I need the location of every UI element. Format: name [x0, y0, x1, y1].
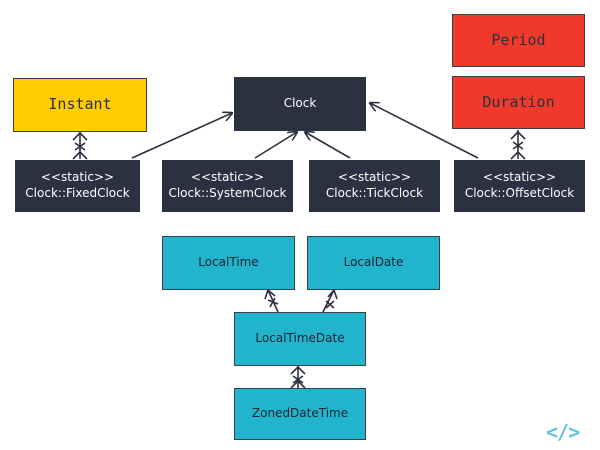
fixed-clock-class: <<static>> Clock::FixedClock	[15, 160, 140, 212]
clock-class: Clock	[234, 77, 366, 131]
local-date-label: LocalDate	[343, 255, 404, 270]
zoned-date-time-label: ZonedDateTime	[251, 406, 349, 421]
clock-label: Clock	[283, 96, 317, 111]
system-clock-label: Clock::SystemClock	[168, 186, 287, 200]
zoned-date-time-class: ZonedDateTime	[234, 388, 366, 440]
fixedclock-to-instant-link	[72, 131, 88, 160]
instant-class: Instant	[13, 78, 147, 132]
offset-clock-label: Clock::OffsetClock	[464, 186, 575, 200]
period-class: Period	[452, 14, 585, 67]
system-clock-stereotype: <<static>>	[190, 170, 265, 185]
localtimedate-to-localtime-link	[264, 288, 279, 313]
local-time-label: LocalTime	[198, 255, 259, 270]
local-time-date-label: LocalTimeDate	[255, 331, 345, 346]
tickclock-to-clock-arrow	[305, 132, 351, 159]
period-label: Period	[491, 30, 546, 49]
local-time-date-class: LocalTimeDate	[234, 312, 366, 366]
fixed-clock-label: Clock::FixedClock	[25, 186, 130, 200]
tick-clock-label: Clock::TickClock	[325, 186, 424, 200]
localtimedate-to-localdate-link	[322, 288, 338, 313]
system-clock-class: <<static>> Clock::SystemClock	[162, 160, 293, 212]
tick-clock-stereotype: <<static>>	[337, 170, 412, 185]
fixedclock-to-clock-arrow	[131, 113, 232, 159]
local-date-class: LocalDate	[307, 236, 440, 290]
code-logo-icon: </>	[546, 420, 580, 444]
instant-label: Instant	[48, 95, 112, 114]
fixed-clock-stereotype: <<static>>	[40, 170, 115, 185]
offset-clock-stereotype: <<static>>	[482, 170, 557, 185]
tick-clock-class: <<static>> Clock::TickClock	[309, 160, 440, 212]
duration-class: Duration	[452, 76, 585, 129]
offset-clock-class: <<static>> Clock::OffsetClock	[454, 160, 585, 212]
offsetclock-to-duration-link	[510, 130, 526, 160]
systemclock-to-clock-arrow	[254, 132, 297, 159]
offsetclock-to-clock-arrow	[370, 103, 479, 159]
duration-label: Duration	[482, 92, 555, 111]
zoneddatetime-to-localtimedate-link	[290, 365, 306, 389]
local-time-class: LocalTime	[162, 236, 295, 290]
